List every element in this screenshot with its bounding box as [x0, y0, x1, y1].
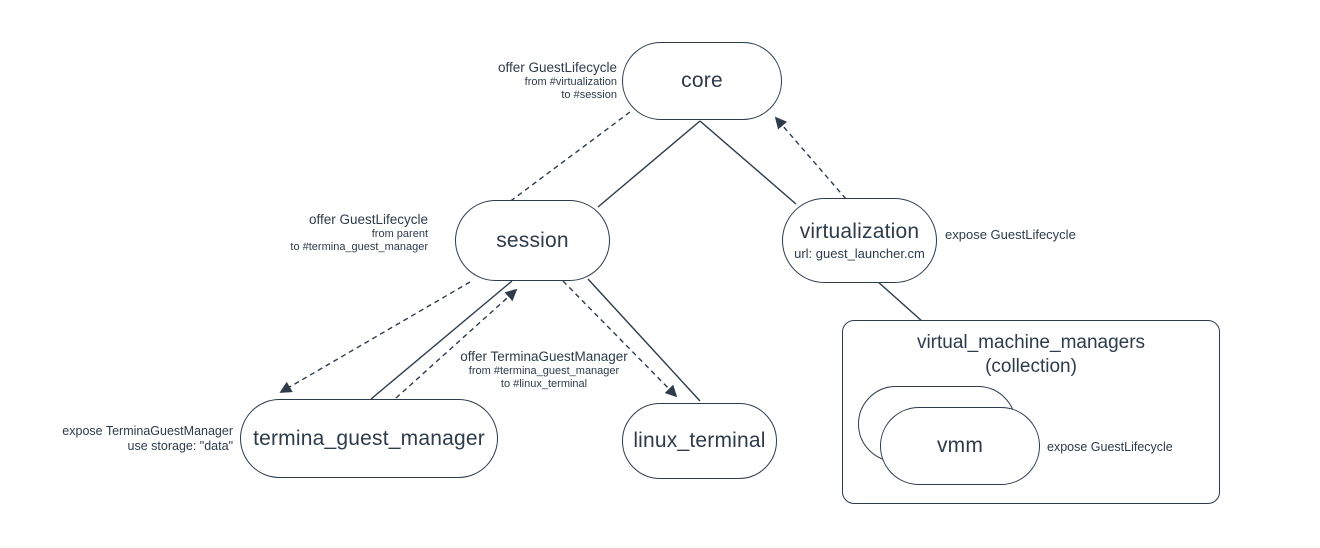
edge-session-termina: [370, 280, 513, 400]
node-termina-guest-manager: termina_guest_manager: [240, 399, 498, 478]
route-virtualization-to-core: [774, 116, 847, 200]
edge-core-virtualization: [699, 120, 797, 205]
annotation-session-offer-line3: to #termina_guest_manager: [290, 241, 428, 253]
annotation-core-offer-line1: offer GuestLifecycle: [497, 60, 617, 75]
edge-session-linux-terminal: [587, 278, 701, 402]
annotation-core-offer-line3: to #session: [561, 89, 617, 101]
annotation-termina-expose-line1: expose TerminaGuestManager: [62, 424, 233, 438]
route-core-to-session: [507, 111, 631, 204]
collection-title-line1: virtual_machine_managers: [916, 332, 1146, 353]
annotation-terminal-offer-line3: to #linux_terminal: [500, 378, 588, 390]
annotation-termina-expose: expose TerminaGuestManager use storage: …: [33, 424, 233, 454]
annotation-terminal-offer-line2: from #termina_guest_manager: [468, 365, 620, 377]
collection-title: virtual_machine_managers (collection): [843, 331, 1219, 379]
node-virtualization: virtualization url: guest_launcher.cm: [782, 198, 937, 283]
edge-virtualization-collection: [876, 280, 924, 323]
annotation-session-offer-line2: from parent: [371, 228, 428, 240]
annotation-termina-expose-line2: use storage: "data": [127, 439, 233, 453]
node-linux-terminal: linux_terminal: [622, 403, 777, 479]
node-termina-guest-manager-label: termina_guest_manager: [253, 426, 485, 450]
annotation-session-offer-line1: offer GuestLifecycle: [308, 212, 428, 227]
node-core: core: [622, 42, 782, 120]
annotation-virtualization-expose: expose GuestLifecycle: [945, 227, 1076, 242]
collection-title-line2: (collection): [985, 356, 1077, 377]
annotation-core-offer: offer GuestLifecycle from #virtualizatio…: [377, 60, 617, 102]
node-linux-terminal-label: linux_terminal: [633, 429, 766, 452]
edge-core-session: [597, 120, 701, 208]
annotation-vmm-expose: expose GuestLifecycle: [1047, 440, 1173, 454]
node-virtual-machine-managers-collection: virtual_machine_managers (collection): [842, 320, 1220, 504]
node-vmm: vmm: [880, 407, 1040, 485]
node-core-label: core: [681, 69, 723, 92]
node-virtualization-url: url: guest_launcher.cm: [794, 245, 925, 261]
annotation-terminal-offer-line1: offer TerminaGuestManager: [460, 349, 628, 364]
annotation-core-offer-line2: from #virtualization: [524, 76, 617, 88]
annotation-session-offer: offer GuestLifecycle from parent to #ter…: [180, 212, 428, 254]
route-session-to-termina: [279, 281, 471, 393]
node-vmm-label: vmm: [936, 434, 984, 457]
node-session-label: session: [496, 228, 569, 252]
node-session: session: [455, 200, 610, 281]
annotation-terminal-offer: offer TerminaGuestManager from #termina_…: [419, 349, 669, 391]
node-virtualization-label: virtualization: [799, 219, 920, 243]
